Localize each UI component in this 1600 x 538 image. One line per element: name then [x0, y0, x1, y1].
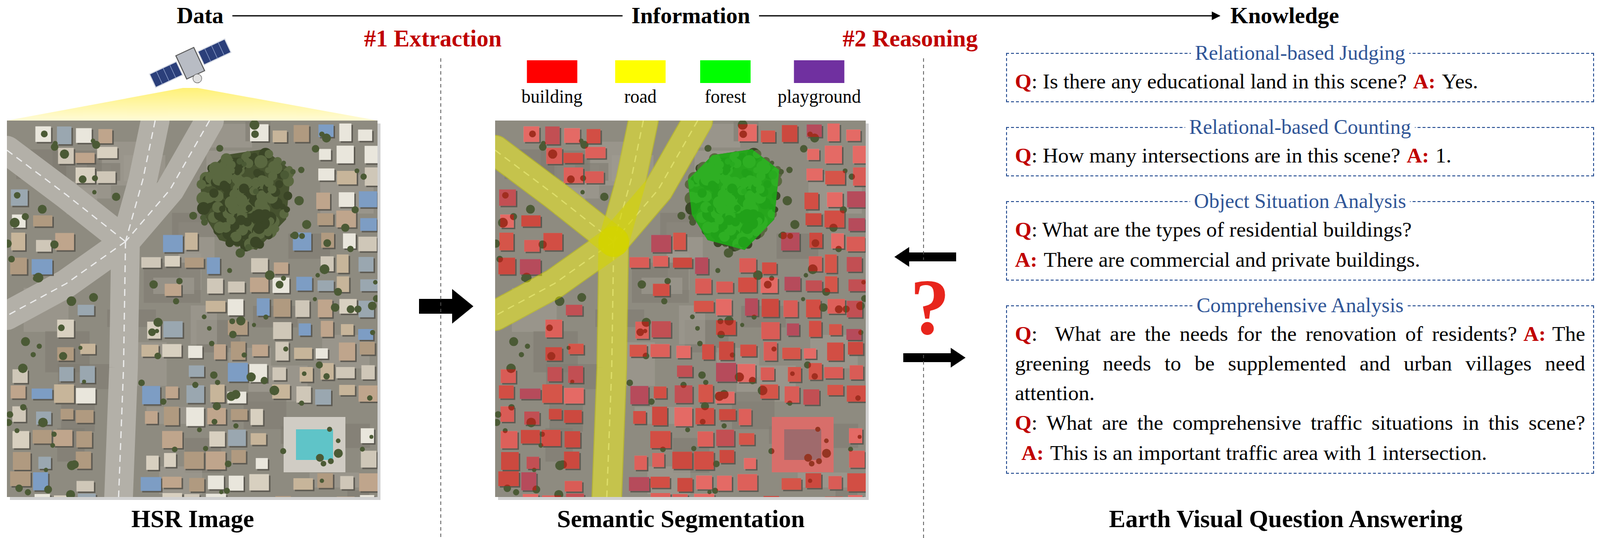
- qa-text: : What are the types of residential buil…: [1031, 217, 1412, 242]
- qa-pair: Q: Is there any educational land in this…: [1014, 66, 1586, 97]
- qa-key: A:: [1014, 248, 1038, 272]
- qa-box: Relational-based JudgingQ: Is there any …: [1006, 52, 1595, 103]
- qa-box: Object Situation AnalysisQ: What are the…: [1006, 201, 1595, 281]
- flow-line: [232, 15, 623, 17]
- section-heading: Data: [176, 3, 224, 29]
- qa-key: Q: [1014, 143, 1032, 168]
- qa-box: Comprehensive AnalysisQ: What are the ne…: [1006, 305, 1595, 474]
- qa-key: Q: [1014, 411, 1032, 435]
- step-label: #1 Extraction: [364, 25, 503, 52]
- qa-box: Relational-based CountingQ: How many int…: [1006, 126, 1595, 177]
- stage-divider: [923, 58, 925, 260]
- qa-text: 1.: [1435, 143, 1452, 168]
- flow-arrow: [419, 289, 474, 324]
- qa-pair: Q: What are the comprehensive traffic si…: [1014, 408, 1586, 468]
- legend-swatch: [794, 60, 845, 84]
- section-heading: Knowledge: [1230, 3, 1340, 29]
- box-heading: Relational-based Counting: [1184, 115, 1415, 139]
- qa-key: Q: [1014, 217, 1032, 242]
- qa-key: Q: [1014, 69, 1032, 93]
- qa-text: : What are the comprehensive traffic sit…: [1031, 411, 1586, 435]
- qa-text: : Is there any educational land in this …: [1031, 69, 1407, 93]
- legend-swatch: [700, 60, 751, 84]
- segmentation-image: [495, 120, 866, 498]
- satellite-image: [6, 120, 378, 498]
- qa-text: This is an important traffic area with 1…: [1050, 441, 1487, 465]
- question-mark: ?: [910, 263, 950, 351]
- legend-item: forest: [700, 60, 751, 108]
- qa-body: Q: Is there any educational land in this…: [1014, 66, 1586, 97]
- panel-caption: Earth Visual Question Answering: [1108, 505, 1463, 533]
- qa-body: Q: What are the types of residential bui…: [1014, 214, 1586, 275]
- qa-key: A:: [1413, 69, 1436, 93]
- box-heading: Object Situation Analysis: [1189, 189, 1410, 213]
- step-label: #2 Reasoning: [842, 25, 978, 52]
- qa-text: : What are the needs for the renovation …: [1031, 322, 1517, 346]
- legend-text: forest: [704, 86, 747, 108]
- legend-swatch: [615, 60, 666, 84]
- qa-pair: A:There are commercial and private build…: [1014, 245, 1586, 275]
- box-heading: Relational-based Judging: [1190, 41, 1410, 65]
- legend-item: playground: [777, 60, 862, 108]
- box-heading: Comprehensive Analysis: [1192, 293, 1408, 317]
- qa-key: Q: [1014, 322, 1032, 346]
- qa-text: Yes.: [1441, 69, 1478, 93]
- legend-text: building: [521, 86, 583, 108]
- legend-item: building: [521, 60, 583, 108]
- qa-key: A:: [1523, 322, 1546, 346]
- panel-caption: HSR Image: [131, 505, 255, 533]
- qa-pair: Q: What are the needs for the renovation…: [1014, 319, 1586, 409]
- section-heading: Information: [631, 3, 751, 29]
- flow-arrow: [903, 347, 966, 368]
- legend-item: road: [615, 60, 666, 108]
- qa-pair: Q: What are the types of residential bui…: [1014, 214, 1586, 245]
- flow-arrow: [758, 15, 1220, 17]
- legend-swatch: [526, 60, 578, 84]
- stage-divider: [923, 354, 925, 538]
- qa-body: Q: How many intersections are in this sc…: [1014, 140, 1586, 171]
- panel-caption: Semantic Segmentation: [556, 505, 805, 533]
- qa-text: There are commercial and private buildin…: [1043, 248, 1421, 272]
- qa-text: : How many intersections are in this sce…: [1031, 143, 1400, 168]
- sensor-beam: [6, 87, 378, 121]
- qa-key: A:: [1406, 143, 1430, 168]
- legend-text: road: [624, 86, 657, 108]
- qa-key: A:: [1021, 441, 1044, 465]
- qa-pair: Q: How many intersections are in this sc…: [1014, 140, 1586, 171]
- qa-body: Q: What are the needs for the renovation…: [1014, 319, 1586, 468]
- satellite-icon: [147, 34, 237, 101]
- stage-divider: [440, 58, 442, 538]
- legend-text: playground: [777, 86, 862, 108]
